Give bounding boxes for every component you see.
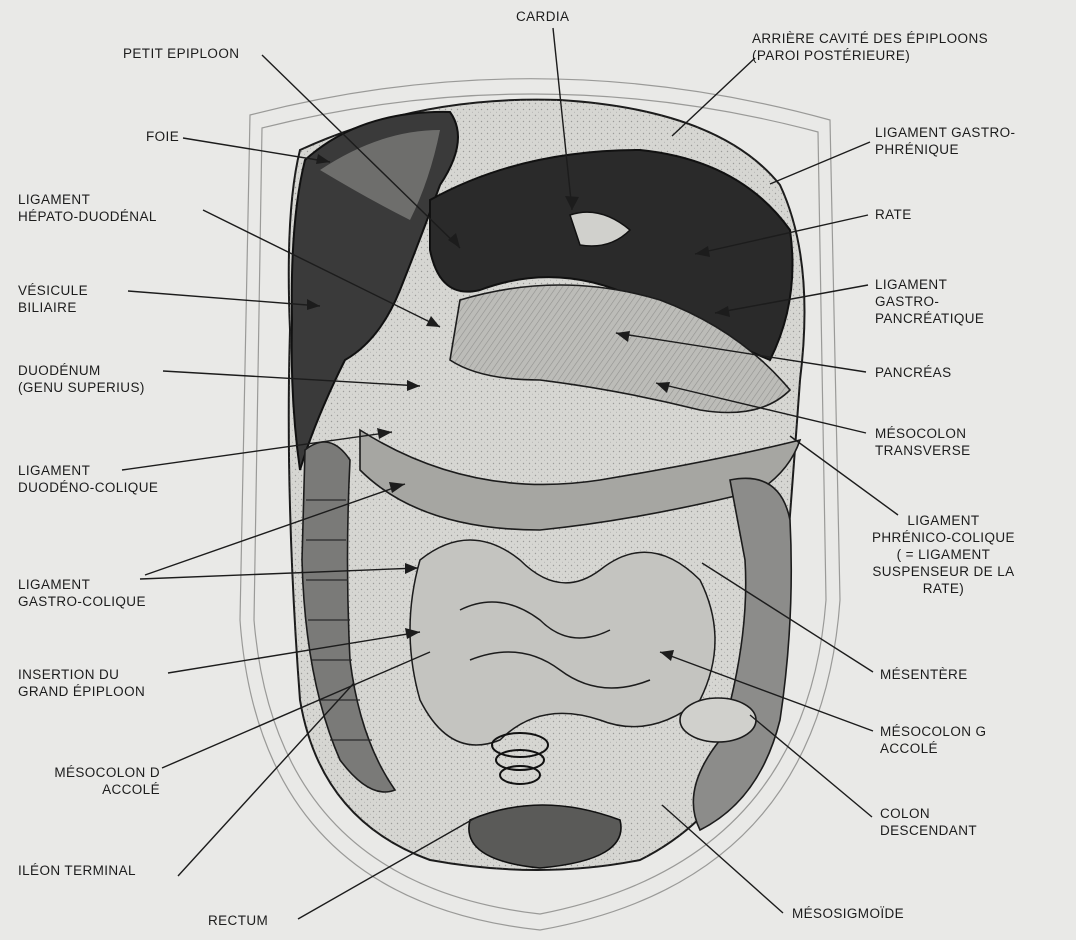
label-cardia: CARDIA [516,8,569,25]
label-duodenum: DUODÉNUM(GENU SUPERIUS) [18,362,145,396]
label-rectum: RECTUM [208,912,268,929]
label-ligament-gastro-phrenique: LIGAMENT GASTRO-PHRÉNIQUE [875,124,1015,158]
label-pancreas: PANCRÉAS [875,364,951,381]
label-mesentere: MÉSENTÈRE [880,666,968,683]
label-ileon-terminal: ILÉON TERMINAL [18,862,136,879]
label-mesosigmoide: MÉSOSIGMOÏDE [792,905,904,922]
label-arriere-cavite: ARRIÈRE CAVITÉ DES ÉPIPLOONS(PAROI POSTÉ… [752,30,988,64]
label-rate: RATE [875,206,912,223]
label-petit-epiploon: PETIT EPIPLOON [123,45,239,62]
label-foie: FOIE [146,128,179,145]
